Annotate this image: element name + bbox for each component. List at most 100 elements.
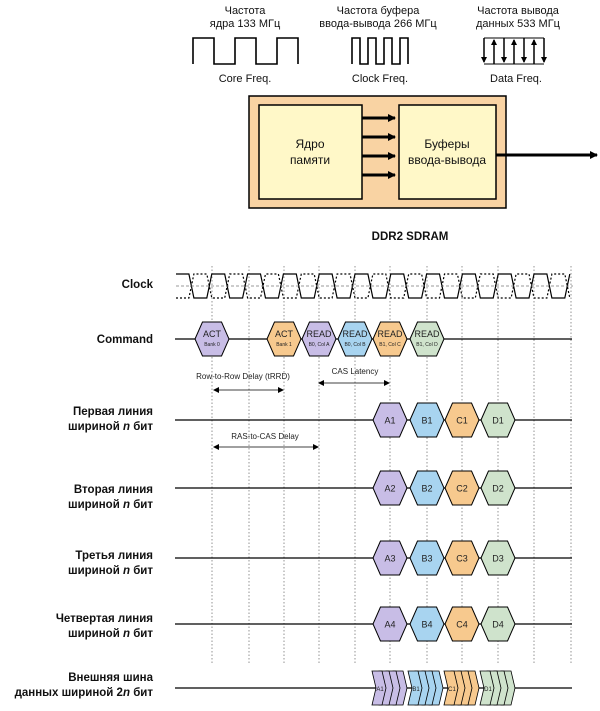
- memory-core-label-2: памяти: [290, 153, 330, 167]
- lane-cell-label: C2: [456, 484, 468, 494]
- ext-bus-group-1: A1: [371, 670, 408, 706]
- lane-cell: [444, 540, 480, 576]
- command-label: READ: [414, 329, 440, 339]
- lane-cell: [409, 606, 445, 642]
- command-label: ACT: [203, 329, 222, 339]
- command-sublabel: B1, Col D: [416, 342, 438, 348]
- lane1-label-1: Первая линия: [73, 406, 153, 418]
- lane-cell-label: B3: [421, 554, 432, 564]
- command-sublabel: Bank 1: [276, 342, 292, 348]
- rcd-label: RAS-to-CAS Delay: [231, 432, 299, 441]
- command-shape: [409, 321, 445, 357]
- lane-cell: [444, 606, 480, 642]
- data-freq-label-2: данных 533 МГц: [476, 18, 561, 30]
- lane4-label-2: шириной n бит: [68, 628, 153, 640]
- lane-cell: [409, 540, 445, 576]
- lane-cell: [444, 470, 480, 506]
- memory-core-label-1: Ядро: [295, 137, 324, 151]
- lane3-label-1: Третья линия: [75, 550, 153, 562]
- lane-cell: [480, 606, 516, 642]
- command-shape: [372, 321, 408, 357]
- lane-cell: [480, 402, 516, 438]
- core-freq-label-2: ядра 133 МГц: [210, 18, 281, 30]
- lane-cell-label: C1: [456, 416, 468, 426]
- command-shape: [266, 321, 302, 357]
- command-shape: [301, 321, 337, 357]
- clock-freq-label-1: Частота буфера: [337, 5, 421, 17]
- memory-core-box: [258, 104, 363, 200]
- command-sublabel: Bank 0: [204, 342, 220, 348]
- lane3-label-2: шириной n бит: [68, 565, 153, 577]
- lane-cell-label: D2: [492, 484, 504, 494]
- lane-cell: [372, 606, 408, 642]
- ext-bus-group-2: B1: [407, 670, 444, 706]
- lane-cell-label: B1: [421, 416, 432, 426]
- core-freq-label-1: Частота: [225, 5, 267, 17]
- trrd-label: Row-to-Row Delay (tRRD): [196, 372, 290, 381]
- ext-bus-group-4: D1: [479, 670, 516, 706]
- command-sublabel: B1, Col C: [379, 342, 401, 348]
- io-buffer-box: [398, 104, 497, 200]
- command-1: ACT Bank 0: [194, 321, 230, 357]
- ext-bus-label: C1: [448, 687, 456, 693]
- core-waveform: [192, 37, 299, 65]
- core-to-buffer-arrows: [362, 114, 396, 179]
- ext-bus-label-2: данных шириной 2n бит: [15, 687, 154, 699]
- command-sublabel: B0, Col A: [309, 342, 331, 348]
- ext-bus-slice: [407, 670, 423, 706]
- clock-freq-caption: Clock Freq.: [352, 73, 408, 85]
- command-shape: [194, 321, 230, 357]
- ext-bus-slice: [443, 670, 459, 706]
- command-label: READ: [342, 329, 368, 339]
- lane-cell: [409, 402, 445, 438]
- lane-cell: [480, 540, 516, 576]
- io-buffer-label-1: Буферы: [424, 137, 469, 151]
- lane-cell: [480, 470, 516, 506]
- command-shape: [337, 321, 373, 357]
- lane-cell: [372, 402, 408, 438]
- lane2-label-1: Вторая линия: [74, 484, 153, 496]
- ext-bus-slice: [479, 670, 495, 706]
- data-waveform: [481, 37, 547, 65]
- lane-cell: [372, 470, 408, 506]
- command-label: ACT: [275, 329, 294, 339]
- external-bus: A1 B1 C1 D1: [175, 670, 572, 706]
- ext-bus-group-3: C1: [443, 670, 480, 706]
- ext-bus-label: D1: [484, 687, 492, 693]
- io-buffer-label-2: ввода-вывода: [408, 153, 486, 167]
- lane4-label-1: Четвертая линия: [56, 613, 153, 625]
- lane-cell: [372, 540, 408, 576]
- ext-bus-label: A1: [376, 687, 384, 693]
- data-freq-caption: Data Freq.: [490, 73, 542, 85]
- clock-waveform: [351, 37, 409, 65]
- cas-label: CAS Latency: [332, 367, 379, 376]
- clock-waveform-signal: [176, 273, 573, 299]
- command-2: ACT Bank 1: [266, 321, 302, 357]
- lane-cell-label: C4: [456, 620, 468, 630]
- data-freq-label-1: Частота вывода: [477, 5, 560, 17]
- lane-cell: [409, 470, 445, 506]
- lane-cell-label: A4: [384, 620, 395, 630]
- row-label-clock: Clock: [122, 279, 154, 291]
- lane-cell-label: A2: [384, 484, 395, 494]
- lane-cell-label: B4: [421, 620, 432, 630]
- lane2-label-2: шириной n бит: [68, 499, 153, 511]
- diagram-title: DDR2 SDRAM: [372, 231, 449, 243]
- command-label: READ: [377, 329, 403, 339]
- ext-bus-label-1: Внешняя шина: [68, 672, 153, 684]
- ext-bus-slice: [371, 670, 387, 706]
- lane-cell-label: D3: [492, 554, 504, 564]
- command-3: READ B0, Col A: [301, 321, 337, 357]
- clock-signal-negative: [176, 273, 571, 299]
- lane1-label-2: шириной n бит: [68, 421, 153, 433]
- lane-cell-label: C3: [456, 554, 468, 564]
- command-label: READ: [306, 329, 332, 339]
